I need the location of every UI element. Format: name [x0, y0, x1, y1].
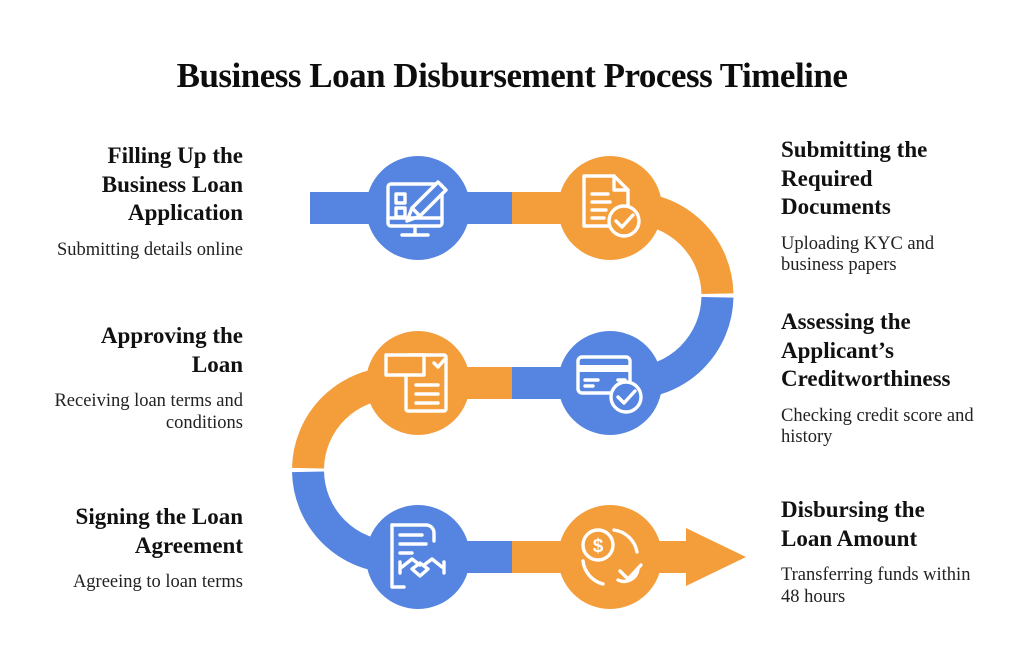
step-heading: Disbursing the Loan Amount: [781, 497, 925, 551]
arrowhead-icon: [686, 528, 746, 586]
step-block-disbursing-amount: Disbursing the Loan Amount Transferring …: [781, 496, 1006, 609]
document-check-icon: [582, 174, 641, 238]
step-description: Agreeing to loan terms: [72, 572, 243, 593]
step-circle-2: [558, 156, 662, 260]
step-block-signing-agreement: Signing the Loan Agreement Agreeing to l…: [0, 503, 243, 594]
step-block-assessing-creditworthiness: Assessing the Applicant’s Creditworthine…: [781, 308, 1006, 449]
step-heading: Signing the Loan Agreement: [75, 504, 243, 558]
monitor-pencil-icon: [386, 180, 448, 237]
step-description: Checking credit score and history: [781, 405, 974, 448]
page-title: Business Loan Disbursement Process Timel…: [176, 56, 848, 95]
step-circle-5: [366, 505, 470, 609]
step-description: Uploading KYC and business papers: [781, 233, 935, 276]
approval-stamp-icon: [384, 353, 448, 413]
step-heading: Filling Up the Business Loan Application: [101, 143, 243, 226]
step-block-approving-loan: Approving the Loan Receiving loan terms …: [0, 322, 243, 435]
step-heading: Assessing the Applicant’s Creditworthine…: [781, 309, 951, 392]
contract-handshake-icon: [390, 523, 446, 589]
step-circle-6: [558, 505, 662, 609]
step-description: Submitting details online: [56, 239, 243, 260]
step-block-submitting-documents: Submitting the Required Documents Upload…: [781, 136, 1006, 277]
step-circle-4: [366, 331, 470, 435]
credit-card-check-icon: [576, 355, 643, 414]
step-heading: Approving the Loan: [100, 323, 243, 377]
step-heading: Submitting the Required Documents: [781, 137, 928, 220]
step-description: Transferring funds within 48 hours: [781, 565, 971, 607]
svg-text:$: $: [593, 536, 604, 557]
step-description: Receiving loan terms and conditions: [54, 391, 243, 433]
step-block-filling-application: Filling Up the Business Loan Application…: [0, 142, 243, 261]
money-transfer-check-icon: $: [581, 528, 643, 586]
step-circle-3: [558, 331, 662, 435]
